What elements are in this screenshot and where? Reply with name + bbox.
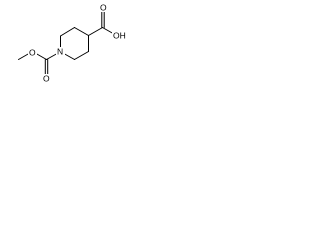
carbamate-bonds xyxy=(18,52,60,75)
atom-label-ring-nitrogen: N xyxy=(57,47,63,57)
bond-c3-c4 xyxy=(74,27,89,36)
molecular-structure: N O O O OH xyxy=(18,3,128,84)
bond-c4-acid-carbon xyxy=(88,27,103,36)
atom-label-acid-hydroxyl: OH xyxy=(113,31,126,41)
atom-label-acid-carbonyl-oxygen: O xyxy=(100,3,107,13)
piperidine-ring-bonds xyxy=(60,27,89,60)
atom-labels: N O O O OH xyxy=(28,3,128,84)
carboxylic-acid-bonds xyxy=(88,11,115,36)
bond-c5-c6 xyxy=(74,51,89,60)
bond-c2-c3 xyxy=(60,27,75,37)
bond-carbamate-carbon-ester-oxygen xyxy=(35,53,47,60)
atom-label-carbamate-carbonyl-oxygen: O xyxy=(43,74,50,84)
bond-ester-oxygen-methyl xyxy=(18,53,30,60)
atom-label-carbamate-ester-oxygen: O xyxy=(29,48,36,58)
